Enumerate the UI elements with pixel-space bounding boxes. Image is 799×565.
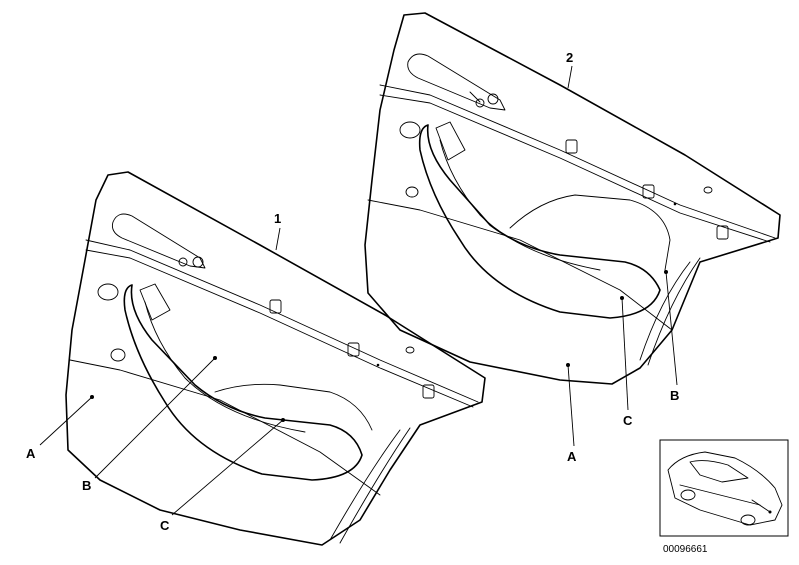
- label-part-2: 2: [566, 50, 573, 65]
- door-panel-1: [65, 171, 486, 546]
- leader-lines: [39, 65, 678, 516]
- reference-number: 00096661: [663, 544, 708, 555]
- label-c-left: C: [160, 518, 170, 533]
- label-b-right: B: [670, 388, 679, 403]
- door-panel-2: [364, 12, 781, 385]
- car-thumbnail: [659, 439, 789, 537]
- label-a-right: A: [567, 449, 577, 464]
- label-c-right: C: [623, 413, 633, 428]
- label-a-left: A: [26, 446, 36, 461]
- label-part-1: 1: [274, 211, 281, 226]
- car-silhouette-icon: [667, 451, 783, 526]
- label-b-left: B: [82, 478, 91, 493]
